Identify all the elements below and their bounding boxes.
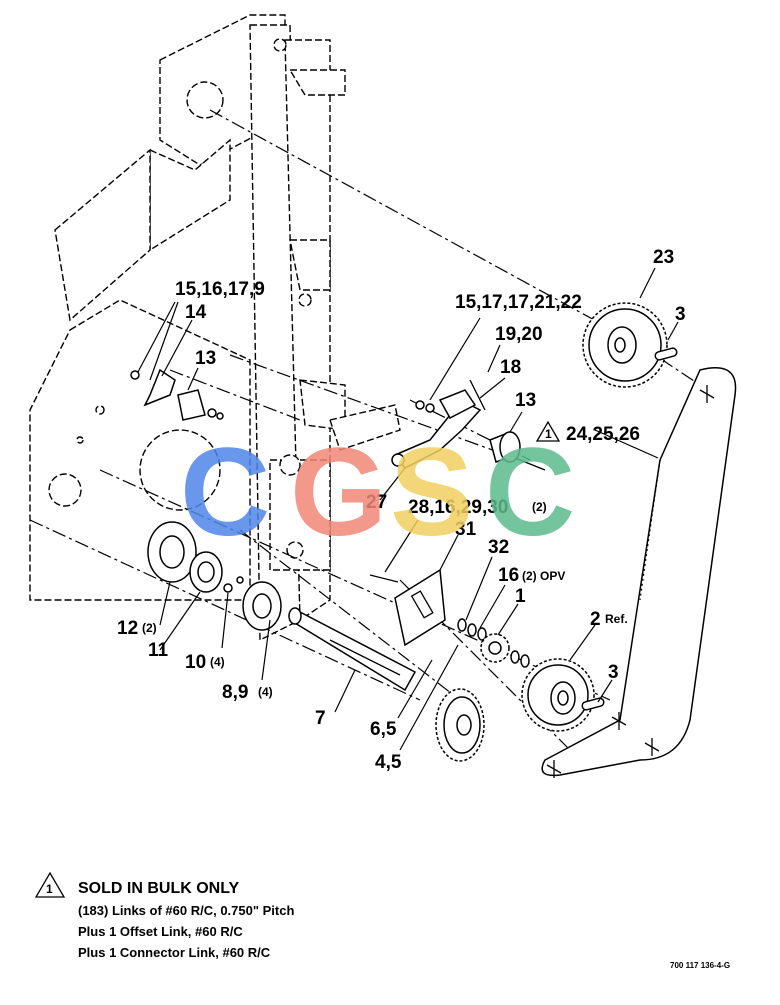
sprocket-23 (582, 302, 668, 388)
bulk-note: 1 SOLD IN BULK ONLY (183) Links of #60 R… (34, 871, 294, 960)
drive-gear (435, 688, 485, 762)
callout-13-right: 13 (515, 390, 536, 411)
key-3-upper (654, 347, 678, 361)
callout-2: 2 (590, 609, 601, 630)
callout-3-upper: 3 (675, 304, 686, 325)
mounting-plate-31 (369, 568, 446, 647)
bearing-11 (189, 551, 223, 593)
callout-16: 16 (498, 565, 519, 586)
callout-15-17-17-21-22: 15,17,17,21,22 (455, 292, 582, 313)
callout-23: 23 (653, 247, 674, 268)
callout-28-16-29-30: 28,16,29,30 (408, 497, 508, 518)
tensioner-arm (391, 404, 482, 469)
bracket-14 (130, 368, 176, 407)
bulk-note-line-1: (183) Links of #60 R/C, 0.750" Pitch (78, 903, 294, 918)
callout-31: 31 (455, 519, 477, 540)
callout-15-16-17-9: 15,16,17,9 (175, 279, 265, 300)
idler-13-right (489, 430, 546, 471)
callout-4-5: 4,5 (375, 752, 402, 773)
callout-10-qty: (4) (210, 655, 225, 669)
bulk-note-line-3: Plus 1 Connector Link, #60 R/C (78, 945, 271, 960)
callout-16-opv: (2) OPV (522, 569, 565, 583)
note-marker-chain-number: 1 (545, 427, 552, 441)
watermark-letter-c2: C (485, 423, 575, 562)
watermark-letter-s: S (390, 423, 473, 562)
callout-13-left: 13 (195, 348, 216, 369)
callout-27: 27 (366, 492, 387, 513)
callout-14: 14 (185, 302, 207, 323)
idler-13-left (177, 389, 224, 421)
watermark-letter-c1: C (180, 423, 270, 562)
callout-28-qty: (2) (532, 500, 547, 514)
note-marker-chain: 1 (535, 420, 561, 442)
callout-3-lower: 3 (608, 662, 619, 683)
washers-32 (457, 618, 487, 641)
callout-1: 1 (515, 586, 526, 607)
callout-11: 11 (148, 640, 169, 661)
figure-number: 700 117 136-4-G (670, 961, 730, 970)
callout-10: 10 (185, 652, 206, 673)
callout-12-qty: (2) (142, 621, 157, 635)
roller-chain (541, 367, 737, 778)
callout-18: 18 (500, 357, 521, 378)
flange-12-right (223, 576, 282, 631)
bulk-note-marker: 1 (46, 882, 53, 896)
callout-12: 12 (117, 618, 138, 639)
leader-lines (137, 267, 679, 751)
callout-32: 32 (488, 537, 509, 558)
watermark-logo: C G S C (180, 423, 575, 562)
callout-19-20: 19,20 (495, 324, 543, 345)
sprocket-2 (521, 658, 595, 732)
callout-labels: 23 3 15,16,17,9 14 15,17,17,21,22 19,20 … (117, 247, 686, 773)
callout-7: 7 (315, 708, 326, 729)
watermark-letter-g: G (290, 423, 387, 562)
callout-8-9: 8,9 (222, 682, 248, 703)
bulk-note-line-2: Plus 1 Offset Link, #60 R/C (78, 924, 243, 939)
callout-6-5: 6,5 (370, 719, 397, 740)
callout-24-25-26: 24,25,26 (566, 424, 640, 445)
sprocket-1 (480, 633, 530, 668)
callout-8-9-qty: (4) (258, 685, 273, 699)
shaft-7 (288, 607, 417, 692)
callout-2-ref: Ref. (605, 612, 628, 626)
flange-12 (147, 521, 197, 583)
bracket-upper (415, 379, 486, 420)
bulk-note-title: SOLD IN BULK ONLY (78, 880, 240, 897)
